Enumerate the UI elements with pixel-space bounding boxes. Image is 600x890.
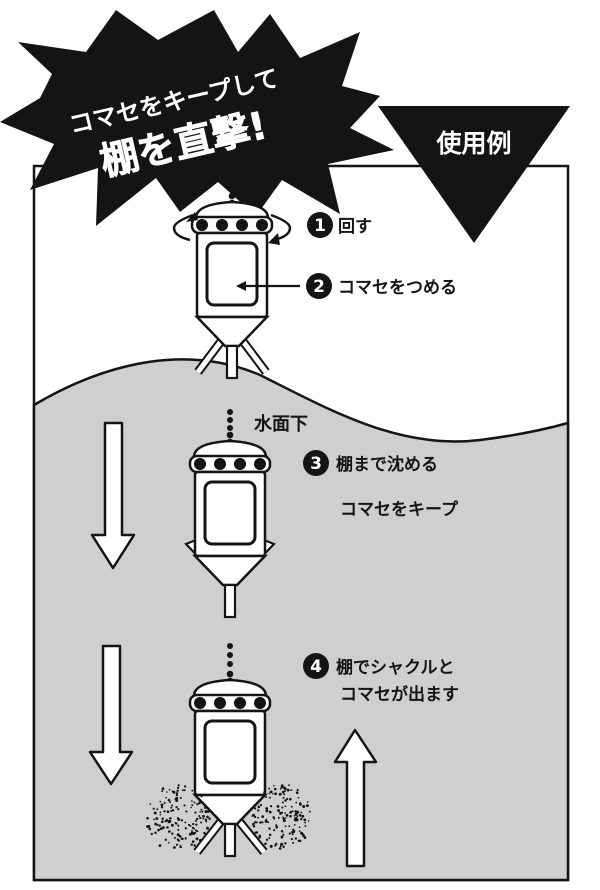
step-4-number: 4 [310, 657, 322, 677]
rotate-arrow-head-left [186, 212, 198, 222]
burst-shape [0, 10, 394, 226]
step-3-number: 3 [310, 454, 322, 474]
down-arrow-icon-1 [90, 421, 136, 570]
device-1-legs [194, 337, 270, 375]
down-arrow-icon-2 [88, 644, 134, 786]
step-4-label-line1: 棚でシャクルと [336, 657, 455, 678]
device-1-top-beads [228, 175, 236, 190]
step-4-label-line2: コマセが出ます [340, 684, 459, 705]
step-1-number: 1 [314, 216, 326, 236]
up-arrow-icon [333, 728, 378, 868]
step-4-badge [303, 653, 329, 679]
device-3-legs [193, 817, 268, 855]
usage-label-triangle [378, 106, 570, 243]
step-1-label: 回す [338, 217, 372, 237]
pointer-arrow-head [236, 281, 246, 291]
step-3-badge [303, 450, 329, 476]
step-3-label: 棚まで沈める [336, 454, 438, 475]
step-3-subtext: コマセをキープ [340, 499, 459, 520]
chum-particles [146, 784, 311, 850]
water-area [32, 358, 570, 882]
step-2-label: コマセをつめる [338, 278, 457, 298]
rotate-arrows-icon [172, 213, 292, 242]
rotate-arrow-head-right [268, 233, 280, 245]
step-2-number: 2 [313, 277, 325, 297]
device-3-line [227, 643, 233, 667]
step-1-badge [307, 212, 333, 238]
water-surface-label: 水面下 [254, 413, 308, 435]
usage-label: 使用例 [435, 129, 511, 158]
step-2-badge [306, 273, 332, 299]
device-2-line [227, 409, 233, 431]
